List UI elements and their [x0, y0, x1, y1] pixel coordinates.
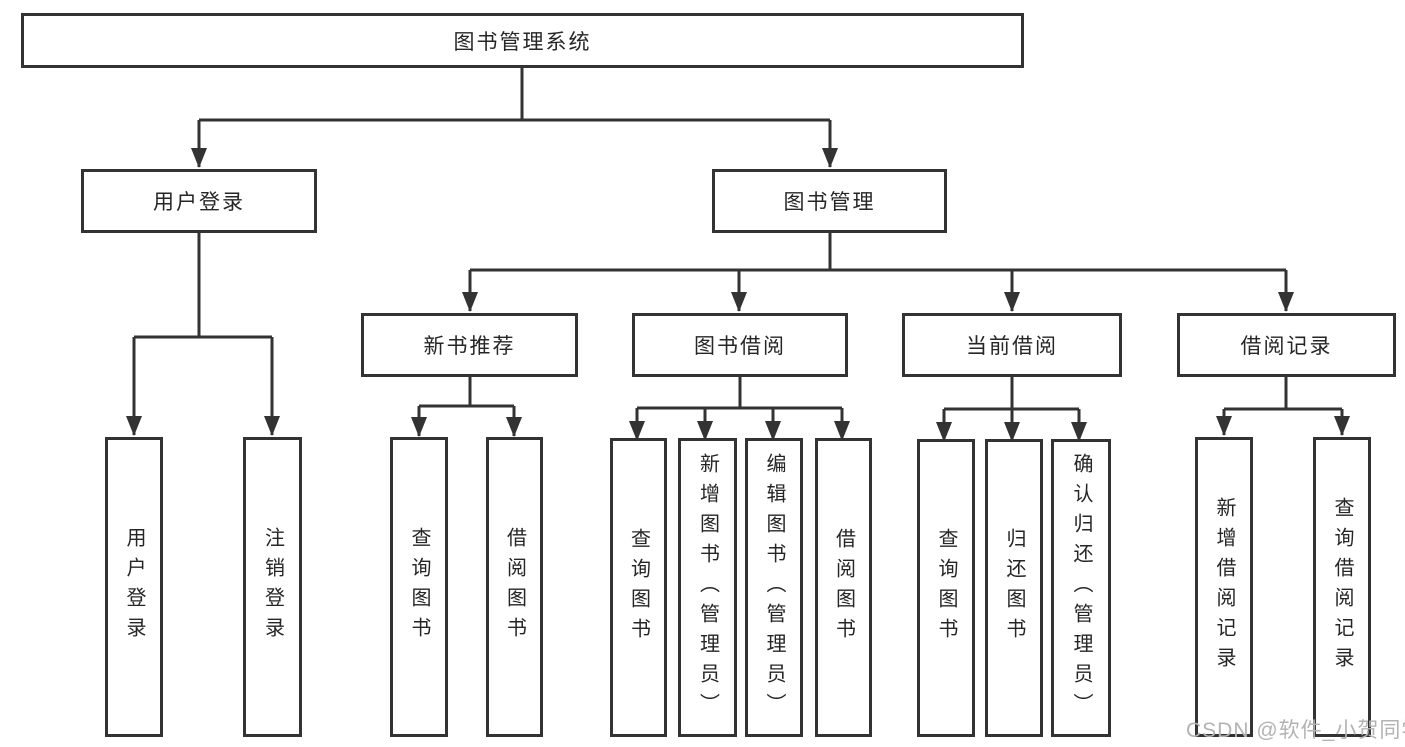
leaf-user-login: 用户登录 [105, 437, 163, 737]
node-book-management: 图书管理 [712, 169, 947, 233]
node-new-book-recommend: 新书推荐 [361, 313, 578, 377]
leaf-records-query-record-label: 查询借阅记录 [1331, 497, 1353, 677]
leaf-borrow-edit-books-admin: 编辑图书（管理员） [745, 438, 803, 737]
leaf-records-add-record-label: 新增借阅记录 [1213, 497, 1235, 677]
leaf-current-query-books: 查询图书 [917, 439, 975, 737]
leaf-current-query-books-label: 查询图书 [935, 528, 957, 648]
leaf-borrow-query-books-label: 查询图书 [627, 527, 650, 648]
leaf-borrow-edit-books-admin-label: 编辑图书（管理员） [763, 452, 785, 723]
leaf-current-return-books-label: 归还图书 [1003, 528, 1025, 648]
node-user-login: 用户登录 [81, 169, 317, 233]
node-root: 图书管理系统 [21, 13, 1024, 68]
leaf-logout: 注销登录 [243, 437, 302, 737]
leaf-borrow-query-books: 查询图书 [610, 438, 667, 737]
leaf-logout-label: 注销登录 [261, 527, 284, 647]
leaf-recommend-query-books: 查询图书 [390, 437, 448, 737]
leaf-recommend-borrow-books-label: 借阅图书 [503, 527, 526, 647]
leaf-current-confirm-return-admin: 确认归还（管理员） [1051, 439, 1111, 737]
watermark: CSDN @软件_小贺同学 [1186, 719, 1405, 742]
node-book-borrow: 图书借阅 [632, 313, 848, 377]
leaf-records-query-record: 查询借阅记录 [1313, 437, 1371, 737]
leaf-borrow-borrow-books-label: 借阅图书 [832, 527, 855, 648]
node-current-borrow: 当前借阅 [902, 313, 1122, 377]
leaf-current-confirm-return-admin-label: 确认归还（管理员） [1070, 453, 1092, 723]
leaf-borrow-borrow-books: 借阅图书 [815, 438, 872, 737]
node-borrow-records: 借阅记录 [1177, 313, 1396, 377]
leaf-current-return-books: 归还图书 [985, 439, 1043, 737]
leaf-recommend-query-books-label: 查询图书 [408, 527, 430, 647]
leaf-borrow-add-books-admin-label: 新增图书（管理员） [696, 452, 719, 723]
leaf-borrow-add-books-admin: 新增图书（管理员） [678, 438, 737, 737]
leaf-records-add-record: 新增借阅记录 [1195, 437, 1253, 737]
leaf-recommend-borrow-books: 借阅图书 [486, 437, 543, 737]
leaf-user-login-label: 用户登录 [123, 527, 145, 647]
